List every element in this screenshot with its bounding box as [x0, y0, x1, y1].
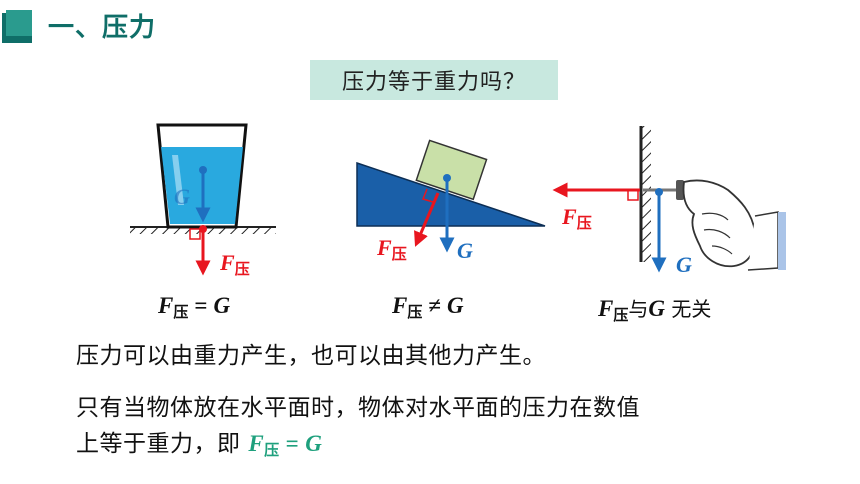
gravity-label-cup: G: [174, 184, 190, 209]
question-box: 压力等于重力吗？: [310, 60, 558, 100]
body-line-3: 上等于重力，即 F压=G: [76, 431, 323, 459]
title-label: 压力: [102, 13, 157, 43]
finger-icon: [682, 179, 786, 271]
wedge-icon: [356, 161, 546, 227]
pressure-label-cup: F压: [219, 250, 250, 278]
question-text: 压力等于重力吗？: [341, 70, 526, 95]
gravity-label-wall: G: [676, 252, 692, 277]
cup-diagram: G F压: [130, 123, 276, 278]
wall-diagram: G F压: [552, 126, 786, 277]
title-number: 一、: [48, 13, 103, 43]
body-line-1: 压力可以由重力产生，也可以由其他力产生。: [76, 343, 546, 369]
wall-icon: [639, 126, 651, 262]
title-marker-icon: [2, 10, 36, 44]
highlight-formula: F压=G: [248, 431, 323, 459]
pressure-label-wall: F压: [561, 204, 592, 232]
gravity-label-slope: G: [457, 238, 473, 263]
formula-cup: F压=G: [158, 293, 231, 321]
pressure-label-slope: F压: [376, 235, 407, 263]
force-diagrams: G F压 G F压: [130, 123, 786, 278]
formula-wall: F压与G 无关: [598, 296, 712, 324]
body-line-2: 只有当物体放在水平面时，物体对水平面的压力在数值: [76, 395, 640, 421]
slope-diagram: G F压: [356, 139, 546, 263]
block-icon: [415, 139, 488, 201]
page-title: 一、压力: [48, 10, 156, 46]
formula-slope: F压≠G: [392, 293, 464, 321]
